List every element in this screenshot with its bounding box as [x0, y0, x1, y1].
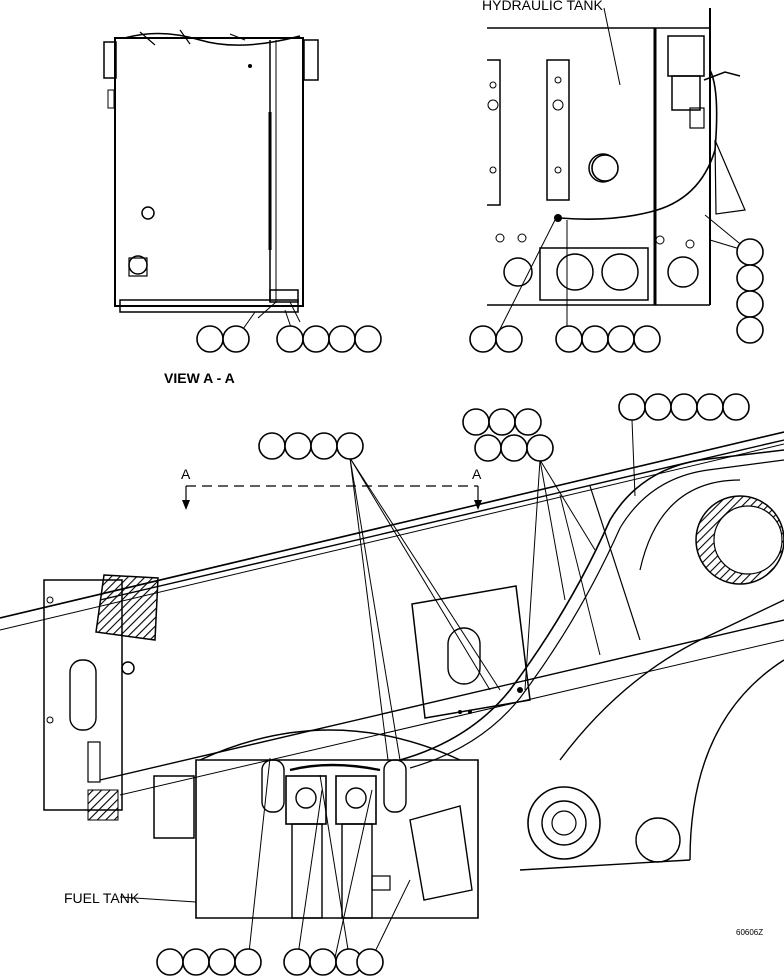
callout-balloon-icon	[736, 238, 764, 266]
callout-balloon-icon	[234, 948, 262, 976]
callout-balloon-icon	[469, 325, 497, 353]
fuel-tank-label: FUEL TANK	[64, 890, 140, 906]
callout-balloon-icon	[258, 432, 286, 460]
callout-balloon-icon	[284, 432, 312, 460]
fuel-tank-assembly	[153, 729, 479, 919]
callout-balloon-icon	[736, 316, 764, 344]
callout-balloon-icon	[309, 948, 337, 976]
callout-balloon-icon	[581, 325, 609, 353]
callout-balloon-icon	[633, 325, 661, 353]
hydraulic-tank-label: HYDRAULIC TANK	[482, 0, 604, 13]
section-a-right-label: A	[472, 466, 482, 482]
callout-group-boom-left	[258, 432, 364, 460]
hydraulic-tank-detail	[487, 8, 746, 306]
callout-group-view-a-a	[196, 325, 382, 353]
callout-balloon-icon	[736, 264, 764, 292]
drawing-number: 60606Z	[736, 928, 763, 937]
callout-group-boom-right	[618, 393, 750, 421]
section-a-left-label: A	[181, 466, 191, 482]
section-arrow-icon	[182, 486, 482, 510]
callout-balloon-icon	[555, 325, 583, 353]
callout-balloon-icon	[222, 325, 250, 353]
callout-balloon-icon	[500, 434, 528, 462]
callout-balloon-icon	[276, 325, 304, 353]
callout-group-fuel	[156, 948, 384, 976]
callout-balloon-icon	[356, 948, 384, 976]
callout-balloon-icon	[514, 408, 542, 436]
callout-balloon-icon	[591, 154, 619, 182]
callout-balloon-icon	[302, 325, 330, 353]
callout-group-hydraulic	[469, 154, 764, 353]
callout-balloon-icon	[310, 432, 338, 460]
callout-balloon-icon	[618, 393, 646, 421]
callout-balloon-icon	[182, 948, 210, 976]
callout-balloon-icon	[526, 434, 554, 462]
callout-balloon-icon	[336, 432, 364, 460]
callout-balloon-icon	[156, 948, 184, 976]
callout-balloon-icon	[488, 408, 516, 436]
callout-balloon-icon	[196, 325, 224, 353]
view-label: VIEW A - A	[164, 370, 235, 386]
callout-balloon-icon	[328, 325, 356, 353]
boom-assembly	[0, 431, 784, 871]
callout-balloon-icon	[736, 290, 764, 318]
callout-balloon-icon	[644, 393, 672, 421]
callout-balloon-icon	[208, 948, 236, 976]
callout-balloon-icon	[283, 948, 311, 976]
callout-balloon-icon	[474, 434, 502, 462]
callout-balloon-icon	[354, 325, 382, 353]
callout-balloon-icon	[607, 325, 635, 353]
leader-lines	[119, 7, 751, 963]
callout-balloon-icon	[462, 408, 490, 436]
callout-balloon-icon	[670, 393, 698, 421]
callout-balloon-icon	[495, 325, 523, 353]
callout-balloon-icon	[696, 393, 724, 421]
callout-group-boom-center	[462, 408, 554, 462]
hatched-section-icon	[95, 574, 159, 641]
view-a-a-tank	[103, 29, 319, 323]
callout-balloon-icon	[722, 393, 750, 421]
